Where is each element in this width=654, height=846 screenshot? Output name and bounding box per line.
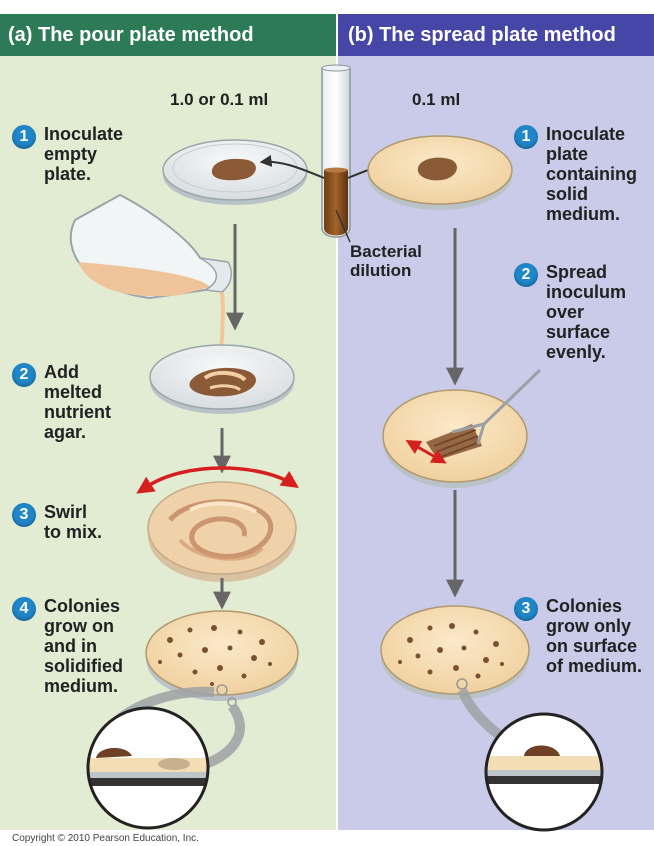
step-number-badge: 1 (514, 125, 538, 149)
pour-step-3: 3 Swirl to mix. (12, 502, 102, 542)
spread-zoom-view (484, 712, 604, 832)
step-number-badge: 3 (514, 597, 538, 621)
spread-plate-1 (368, 136, 512, 210)
spread-step-1: 1 Inoculate plate containing solid mediu… (514, 124, 637, 224)
step-number-badge: 2 (12, 363, 36, 387)
step-number-badge: 1 (12, 125, 36, 149)
step-text: Colonies grow on and in solidified mediu… (44, 596, 123, 696)
step-number-badge: 4 (12, 597, 36, 621)
pour-step-2: 2 Add melted nutrient agar. (12, 362, 111, 442)
pour-step-4: 4 Colonies grow on and in solidified med… (12, 596, 123, 696)
spread-volume-label: 0.1 ml (412, 90, 460, 110)
pour-step-1: 1 Inoculate empty plate. (12, 124, 123, 184)
spread-plate-3 (381, 606, 529, 700)
spread-panel-title: (b) The spread plate method (338, 14, 654, 56)
step-text: Spread inoculum over surface evenly. (546, 262, 626, 362)
bacterial-dilution-label: Bacterial dilution (350, 242, 422, 280)
pour-plate-2 (150, 345, 294, 414)
spread-step-2: 2 Spread inoculum over surface evenly. (514, 262, 626, 362)
copyright-notice: Copyright © 2010 Pearson Education, Inc. (12, 833, 199, 844)
pour-plate-3 (148, 482, 296, 582)
step-number-badge: 2 (514, 263, 538, 287)
pour-panel-title: (a) The pour plate method (0, 14, 336, 56)
step-text: Swirl to mix. (44, 502, 102, 542)
step-text: Inoculate empty plate. (44, 124, 123, 184)
spread-step-3: 3 Colonies grow only on surface of mediu… (514, 596, 642, 676)
pour-plate-1 (163, 140, 307, 205)
step-text: Add melted nutrient agar. (44, 362, 111, 442)
step-text: Colonies grow only on surface of medium. (546, 596, 642, 676)
step-number-badge: 3 (12, 503, 36, 527)
pour-volume-label: 1.0 or 0.1 ml (170, 90, 268, 110)
step-text: Inoculate plate containing solid medium. (546, 124, 637, 224)
